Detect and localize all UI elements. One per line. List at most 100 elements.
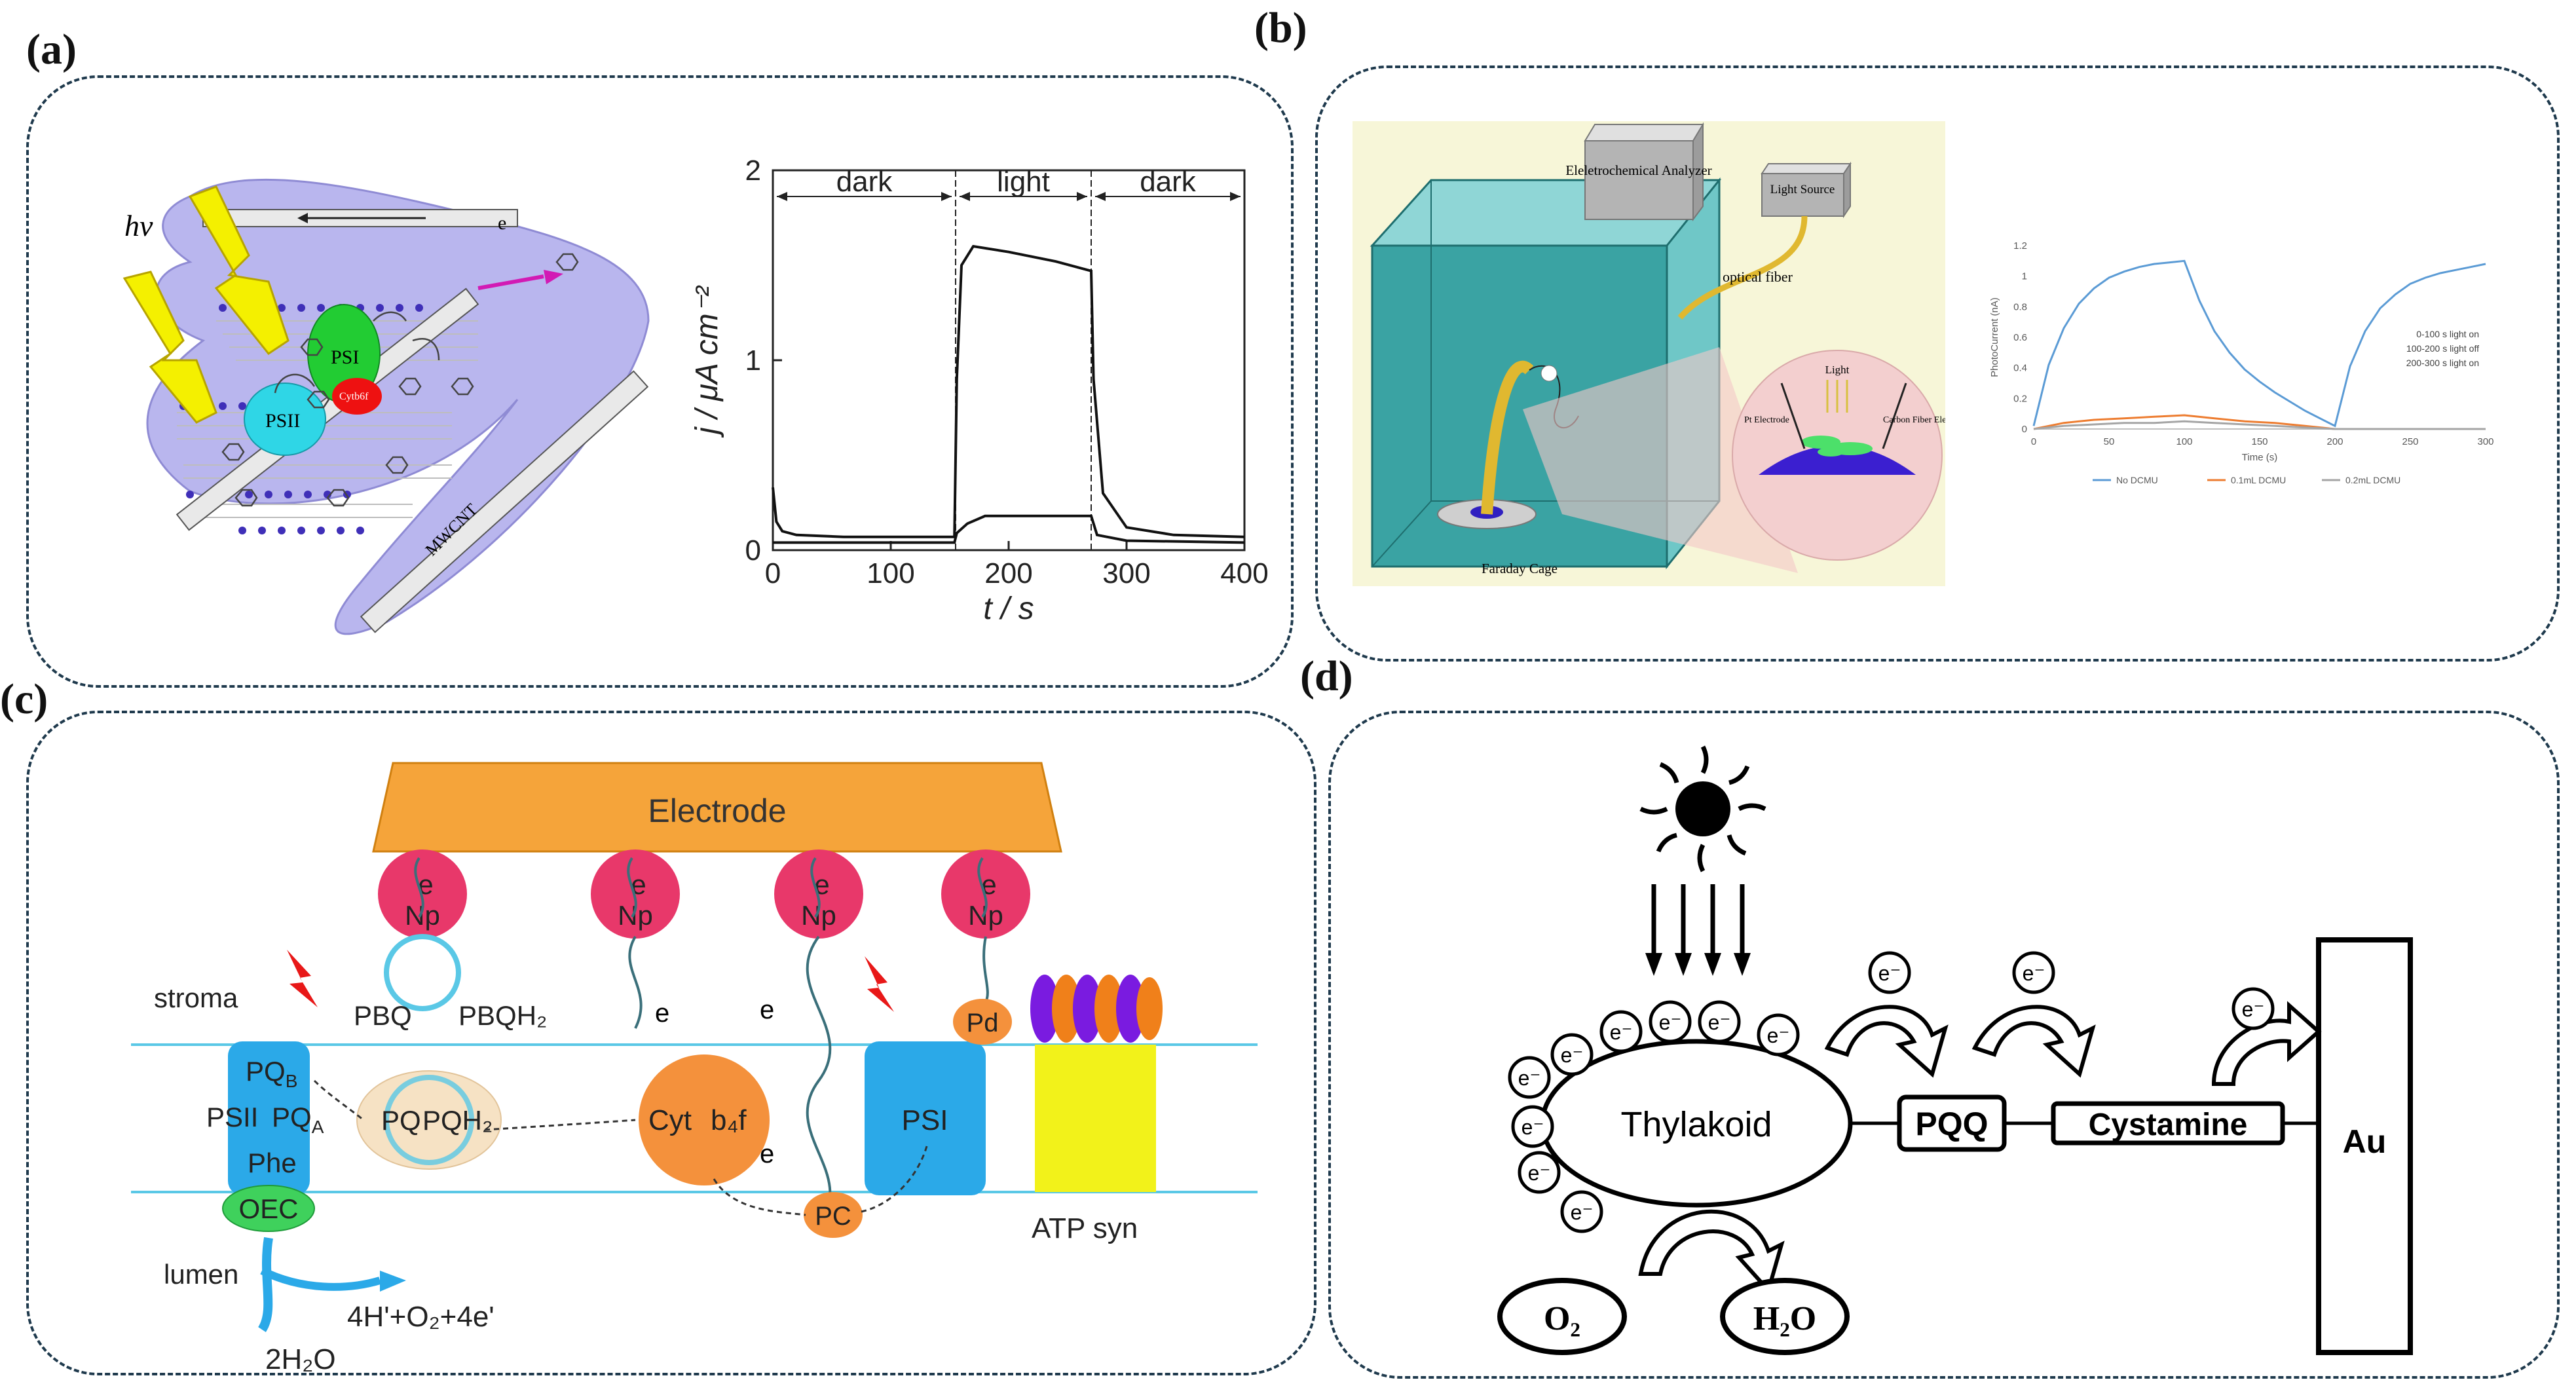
analyzer-label: Eleletrochemical Analyzer [1565,162,1711,178]
electrode-plate [372,762,1062,853]
cytb4f-complex [639,1054,770,1185]
b-ytick-label: 1 [2022,271,2027,282]
e-2: e⁻ [1521,1115,1544,1139]
panel-a-frame [26,75,1294,688]
a-region-arrowhead [1230,192,1241,201]
panel-c-diagram: Electrode e Np e Np e Np e Np e e e PBQ … [131,762,1258,1375]
a-cytb6f-label: Cytb6f [339,391,369,402]
b-ytick-label: 0.8 [2013,301,2027,312]
oec-complex [222,1185,315,1232]
a-series-line-1 [772,244,1245,538]
o2-ellipse [1497,1278,1627,1355]
pqq-label: PQQ [1915,1106,1988,1142]
b-ytick-label: 1.2 [2013,240,2027,252]
b-annotation-line: 200-300 s light on [2406,358,2479,368]
light-rays [1651,884,1745,956]
atp-head [1030,975,1163,1043]
b-series-line-2 [2033,414,2486,430]
light-source-label: Light Source [1770,183,1835,196]
carbon-fiber-label: Carbon Fiber Electrode [1883,415,1945,425]
a-psii-label: PSII [265,410,300,432]
a-xtick-label: 300 [1102,557,1150,589]
panel-b-label: (b) [1254,4,1307,52]
a-region-arrowhead [960,192,970,201]
h2o-ellipse [1720,1278,1850,1355]
atp-synthase [1035,1045,1156,1192]
transfer-arrows [1638,1001,2322,1295]
products-label: 4H'+O₂+4e' [347,1301,495,1333]
a-region-label: light [997,166,1050,198]
pbqh2-label: PBQH₂ [458,1000,547,1031]
panel-b-frame [1315,65,2560,662]
e-pqq: e⁻ [2023,961,2045,985]
b-ytick-label: 0 [2022,424,2027,435]
a-region-arrowhead [1095,192,1106,201]
panel-b-setup: Eleletrochemical Analyzer Light Source o… [1353,121,1945,586]
b-series-line-1 [2032,259,2486,428]
a-cytb6f-complex [332,378,382,415]
pq-label: PQ [381,1105,421,1136]
e-thylakoid: e⁻ [1878,961,1901,985]
b-legend-label: 0.1mL DCMU [2231,475,2286,485]
a-ytick-label: 0 [745,534,761,567]
electron-path [313,1079,928,1216]
pt-electrode-label: Pt Electrode [1744,415,1789,425]
electron-circles [1508,1000,1800,1233]
light-source: Light Source [1761,161,1852,219]
panel-c-label: (c) [0,675,48,723]
pc-label: PC [815,1202,851,1231]
a-region-arrowhead [1077,192,1087,201]
psi-label: PSI [902,1104,948,1136]
au-label: Au [2343,1123,2387,1160]
lightning-psi [865,956,894,1012]
electrolyte-dome [1759,445,1916,475]
panel-a-label: (a) [26,26,77,73]
b-ytick-label: 0.6 [2013,332,2027,343]
b-ytick-label: 0.2 [2013,393,2027,404]
a-psii-complex [244,382,326,456]
panel-d-diagram: Thylakoid e⁻ e⁻ e⁻ e⁻ e⁻ e⁻ e⁻ e⁻ e⁻ PQQ… [1497,745,2413,1355]
a-region-arrowhead [777,192,787,201]
e-1: e⁻ [1518,1066,1541,1090]
pqa-label: PQA [272,1102,324,1137]
h2o-label: H₂O [1753,1300,1816,1337]
lightning-psii [287,950,318,1007]
a-electron-label: e [498,212,506,234]
gold-electrode [2316,937,2413,1355]
e-3: e⁻ [1528,1161,1551,1185]
light-label: Light [1825,364,1850,376]
b-xtick-label: 200 [2326,436,2343,447]
a-series-line-2 [773,514,1245,544]
water-label: 2H₂O [265,1343,336,1375]
b-ylabel: PhotoCurrent (nA) [1989,297,2000,377]
e-6: e⁻ [1659,1011,1682,1034]
oec-label: OEC [238,1193,298,1224]
a-region-arrowhead [941,192,952,201]
a-xlabel: t / s [983,591,1034,626]
a-ytick-label: 1 [745,345,761,377]
pqb-label: PQB [246,1056,297,1091]
a-xtick-label: 100 [867,557,914,589]
e-7: e⁻ [1708,1011,1731,1034]
a-region-label: dark [1140,166,1197,198]
pc-protein [804,1192,863,1238]
panel-c-frame [26,711,1316,1375]
a-ytick-label: 2 [745,155,761,187]
e-5: e⁻ [1610,1020,1633,1044]
b-xtick-label: 150 [2251,436,2268,447]
phe-label: Phe [248,1147,297,1178]
b-xtick-label: 50 [2104,436,2115,447]
a-region-label: dark [836,166,893,198]
pbq-label: PBQ [354,1000,412,1031]
b-legend-label: No DCMU [2116,475,2158,485]
a-hv-label: hν [124,209,153,242]
b-xtick-label: 300 [2477,436,2493,447]
a-plot-frame [772,169,1246,551]
b-xlabel: Time (s) [2242,452,2277,463]
pqh2-label: PQH₂ [422,1105,493,1136]
pd-particle [953,999,1012,1045]
a-psi-label: PSI [331,346,359,368]
b-xtick-label: 250 [2402,436,2418,447]
e-9: e⁻ [1571,1201,1594,1224]
